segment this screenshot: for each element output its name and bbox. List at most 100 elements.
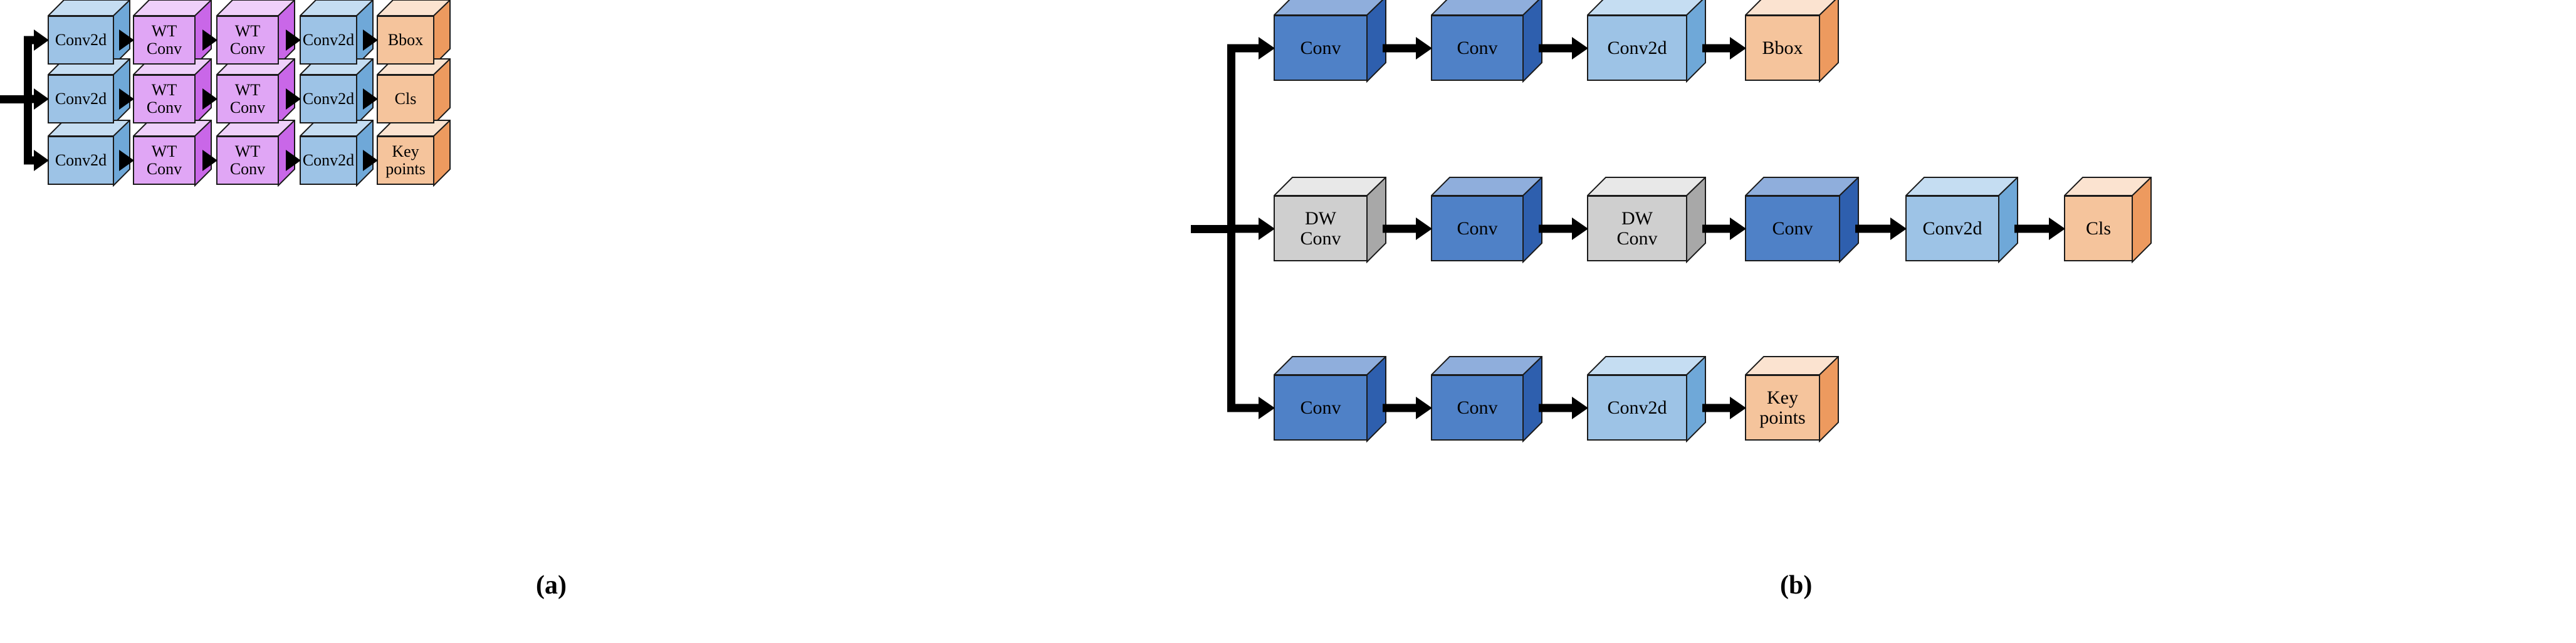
block-row-keypoints-2: WT Conv xyxy=(216,120,295,187)
arrow-head xyxy=(286,150,301,171)
cube-front-face: Conv2d xyxy=(1905,196,1999,261)
block-row-cls-4: Conv2d xyxy=(1905,177,2018,263)
block-label: Conv xyxy=(1457,37,1498,58)
flow-arrow-row-bbox-2 xyxy=(286,29,301,51)
arrow-head xyxy=(286,88,301,110)
cube-front-face: Bbox xyxy=(1745,15,1820,81)
arrow-head xyxy=(1730,36,1746,60)
arrow-head xyxy=(119,150,134,171)
arrow-shaft xyxy=(1383,404,1417,412)
arrow-head xyxy=(202,29,217,51)
block-row-bbox-4: Bbox xyxy=(377,0,451,66)
arrow-head xyxy=(2049,217,2065,240)
flow-arrow-row-keypoints-2 xyxy=(1702,396,1746,419)
block-row-bbox-3: Bbox xyxy=(1745,0,1839,83)
arrow-head xyxy=(363,29,378,51)
block-row-keypoints-0: Conv2d xyxy=(48,120,130,187)
arrow-head xyxy=(1259,217,1275,240)
block-label: WT Conv xyxy=(146,81,182,117)
flow-arrow-row-cls-1 xyxy=(202,88,217,110)
cube-front-face: Key points xyxy=(377,136,434,185)
cube-top-face xyxy=(377,0,451,17)
block-label: Conv xyxy=(1300,37,1341,58)
flow-arrow-row-keypoints-1 xyxy=(202,150,217,171)
cube-top-face xyxy=(1274,177,1386,197)
cube-front-face: Conv2d xyxy=(48,16,114,65)
block-row-keypoints-4: Key points xyxy=(377,120,451,187)
block-label: WT Conv xyxy=(229,22,266,58)
block-row-cls-5: Cls xyxy=(2064,177,2152,263)
block-label: Cls xyxy=(2085,217,2112,239)
arrow-shaft xyxy=(1702,404,1731,412)
branch-arrow-row-bbox xyxy=(24,29,49,51)
block-row-bbox-1: Conv xyxy=(1431,0,1542,83)
cube-front-face: Conv2d xyxy=(48,75,114,123)
cube-front-face: Conv xyxy=(1274,375,1368,441)
cube-front-face: Bbox xyxy=(377,16,434,65)
flow-arrow-row-keypoints-3 xyxy=(363,150,378,171)
block-label: Key points xyxy=(385,142,426,178)
cube-front-face: Conv xyxy=(1431,196,1524,261)
cube-front-face: DW Conv xyxy=(1274,196,1368,261)
arrow-head xyxy=(1572,217,1588,240)
block-row-bbox-2: WT Conv xyxy=(216,0,295,66)
flow-arrow-row-keypoints-0 xyxy=(119,150,134,171)
cube-top-face xyxy=(300,0,374,17)
block-label: Conv2d xyxy=(55,90,107,108)
block-label: Key points xyxy=(1759,387,1806,428)
block-row-bbox-1: WT Conv xyxy=(133,0,212,66)
flow-arrow-row-cls-0 xyxy=(1383,217,1432,240)
block-label: Conv xyxy=(1457,217,1498,239)
block-label: Conv2d xyxy=(302,151,355,170)
arrow-head xyxy=(363,150,378,171)
flow-arrow-row-keypoints-0 xyxy=(1383,396,1432,419)
cube-front-face: WT Conv xyxy=(133,75,196,123)
arrow-shaft xyxy=(24,36,35,44)
block-row-cls-1: Conv xyxy=(1431,177,1542,263)
branch-arrow-row-cls xyxy=(1227,217,1275,240)
block-label: Conv2d xyxy=(1607,397,1667,418)
cube-front-face: WT Conv xyxy=(216,16,279,65)
arrow-head xyxy=(202,88,217,110)
arrow-shaft xyxy=(1539,44,1573,52)
cube-front-face: Conv2d xyxy=(300,75,357,123)
arrow-head xyxy=(1730,396,1746,419)
block-label: Bbox xyxy=(387,31,424,50)
flow-arrow-row-bbox-2 xyxy=(1702,36,1746,60)
cube-top-face xyxy=(48,0,130,17)
arrow-shaft xyxy=(24,95,35,103)
flow-arrow-row-cls-0 xyxy=(119,88,134,110)
cube-front-face: Conv2d xyxy=(48,136,114,185)
arrow-shaft xyxy=(2014,224,2050,233)
arrow-head xyxy=(363,88,378,110)
block-row-cls-4: Cls xyxy=(377,58,451,125)
arrow-head xyxy=(34,29,49,51)
cube-top-face xyxy=(1745,0,1839,16)
block-row-keypoints-0: Conv xyxy=(1274,356,1386,442)
cube-front-face: Key points xyxy=(1745,375,1820,441)
block-label: WT Conv xyxy=(229,142,266,178)
arrow-head xyxy=(1416,396,1432,419)
arrow-head xyxy=(1572,36,1588,60)
arrow-shaft xyxy=(1383,44,1417,52)
cube-top-face xyxy=(133,0,212,17)
block-row-keypoints-3: Key points xyxy=(1745,356,1839,442)
arrow-head xyxy=(1259,36,1275,60)
arrow-head xyxy=(1416,36,1432,60)
flow-arrow-row-cls-3 xyxy=(1855,217,1907,240)
arrow-head xyxy=(34,150,49,171)
arrow-shaft xyxy=(24,156,35,165)
cube-top-face xyxy=(1274,0,1386,16)
block-label: Conv xyxy=(1772,217,1813,239)
arrow-shaft xyxy=(1539,224,1573,233)
panel-caption-b: (b) xyxy=(1780,571,1813,600)
cube-front-face: Conv xyxy=(1431,15,1524,81)
arrow-head xyxy=(202,150,217,171)
arrow-shaft xyxy=(1702,44,1731,52)
block-row-bbox-0: Conv2d xyxy=(48,0,130,66)
cube-front-face: Conv xyxy=(1274,15,1368,81)
block-row-cls-0: Conv2d xyxy=(48,58,130,125)
